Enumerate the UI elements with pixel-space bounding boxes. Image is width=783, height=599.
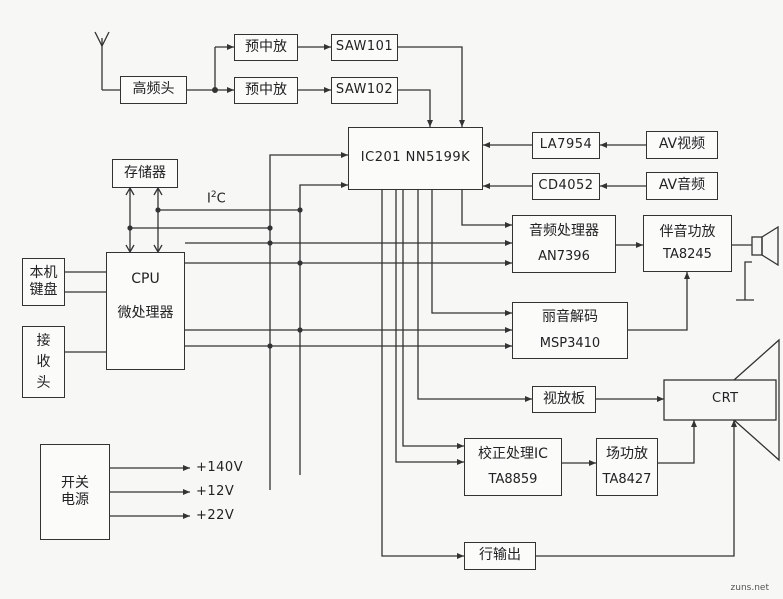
tuner-label: 高频头 xyxy=(132,81,175,98)
video-amp-block: 视放板 xyxy=(532,386,596,413)
line-output-label: 行输出 xyxy=(479,547,521,564)
crt-label: CRT xyxy=(712,391,739,406)
saw102-block: SAW102 xyxy=(331,77,398,104)
av-video-label: AV视频 xyxy=(658,136,706,153)
receiver-label-3: 头 xyxy=(36,374,51,391)
keyboard-block: 本机键盘 xyxy=(22,258,65,306)
field-amp-label: 场功放 xyxy=(606,446,648,463)
ic201-block: IC201 NN5199K xyxy=(348,127,483,190)
correction-ic-block: 校正处理IC TA8859 xyxy=(464,438,562,496)
sound-amp-model: TA8245 xyxy=(663,247,712,263)
av-video-block: AV视频 xyxy=(646,131,718,159)
field-amp-block: 场功放 TA8427 xyxy=(596,438,658,496)
speaker-icon xyxy=(736,225,779,301)
antenna-icon xyxy=(94,31,110,90)
keyboard-label-2: 键盘 xyxy=(29,282,58,298)
i2c-main: I xyxy=(207,191,211,207)
field-amp-model: TA8427 xyxy=(602,471,652,487)
tuner-block: 高频头 xyxy=(120,76,187,104)
psu-label-2: 电源 xyxy=(61,492,89,508)
receiver-block: 接收头 xyxy=(22,326,65,398)
av-audio-label: AV音频 xyxy=(658,177,706,194)
preamp-a-block: 预中放 xyxy=(234,34,298,61)
audio-processor-block: 音频处理器 AN7396 xyxy=(512,215,616,273)
av-audio-block: AV音频 xyxy=(646,172,718,200)
audio-processor-label: 音频处理器 xyxy=(529,223,599,240)
preamp-b-block: 预中放 xyxy=(234,77,298,104)
power-supply-block: 开关电源 xyxy=(40,444,110,540)
cpu-block: CPU 微处理器 xyxy=(106,252,185,370)
sound-amp-label: 伴音功放 xyxy=(659,223,716,240)
crt-tube-icon xyxy=(663,338,780,462)
saw101-block: SAW101 xyxy=(331,34,398,61)
i2c-superscript: 2 xyxy=(210,190,217,200)
i2c-tail: C xyxy=(216,191,226,207)
preamp-a-label: 预中放 xyxy=(245,38,287,55)
preamp-b-label: 预中放 xyxy=(245,81,287,98)
watermark: zuns.net xyxy=(730,583,769,593)
i2c-label: I2C xyxy=(207,190,226,206)
receiver-label-1: 接 xyxy=(36,332,51,349)
la7954-block: LA7954 xyxy=(532,132,600,159)
cd4052-label: CD4052 xyxy=(538,178,594,194)
voltage-12v: +12V xyxy=(196,484,235,499)
nicam-decoder-block: 丽音解码 MSP3410 xyxy=(512,302,628,359)
video-amp-label: 视放板 xyxy=(543,390,585,407)
sound-amp-block: 伴音功放 TA8245 xyxy=(643,215,732,272)
audio-processor-model: AN7396 xyxy=(538,248,590,264)
psu-label-1: 开关 xyxy=(61,474,89,491)
nicam-label: 丽音解码 xyxy=(542,308,598,325)
la7954-label: LA7954 xyxy=(539,137,593,153)
receiver-label-2: 收 xyxy=(36,353,51,370)
line-output-block: 行输出 xyxy=(464,542,536,570)
voltage-22v: +22V xyxy=(196,508,235,523)
saw101-label: SAW101 xyxy=(335,39,394,55)
saw102-label: SAW102 xyxy=(335,82,394,98)
correction-ic-label: 校正处理IC xyxy=(478,446,548,463)
cpu-sublabel: 微处理器 xyxy=(117,304,174,321)
voltage-140v: +140V xyxy=(196,460,244,475)
nicam-model: MSP3410 xyxy=(539,336,601,352)
memory-label: 存储器 xyxy=(124,164,166,181)
correction-ic-model: TA8859 xyxy=(488,471,538,487)
cpu-label: CPU xyxy=(131,271,160,287)
ic201-label: IC201 NN5199K xyxy=(360,150,471,166)
keyboard-label-1: 本机 xyxy=(29,264,58,281)
memory-block: 存储器 xyxy=(112,159,178,188)
cd4052-block: CD4052 xyxy=(532,173,600,200)
